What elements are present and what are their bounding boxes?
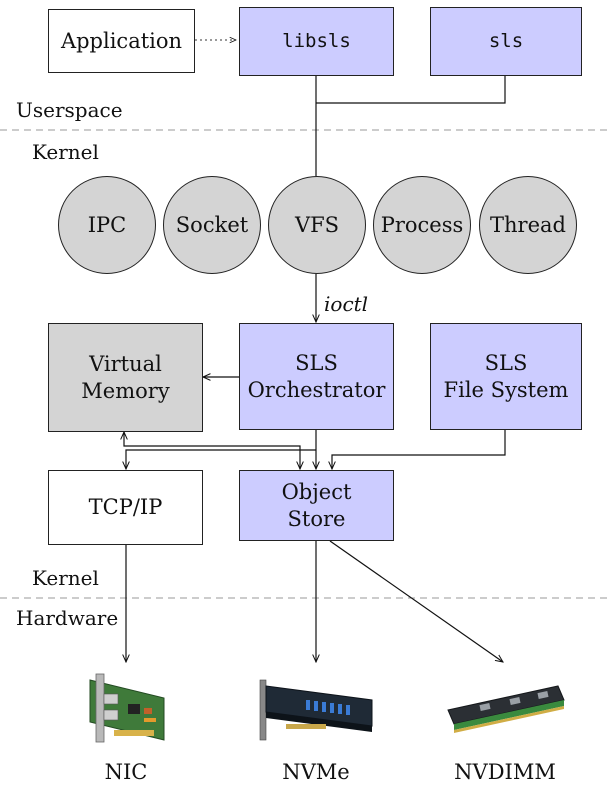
tcpip-box: TCP/IP — [48, 470, 203, 545]
kernel-top-label: Kernel — [32, 140, 99, 164]
nvdimm-module-image — [447, 685, 565, 733]
object-store-box: Object Store — [239, 470, 394, 541]
ipc-circle: IPC — [58, 176, 156, 274]
vfs-circle: VFS — [268, 176, 366, 274]
libsls-box: libsls — [239, 7, 394, 76]
object-store-line2: Store — [287, 506, 346, 531]
thread-circle: Thread — [479, 176, 577, 274]
virtual-memory-line2: Memory — [81, 378, 170, 403]
socket-circle: Socket — [163, 176, 261, 274]
virtual-memory-line1: Virtual — [89, 352, 162, 377]
nvme-card-image — [259, 679, 373, 741]
nvme-label: NVMe — [282, 760, 350, 784]
sls-fs-line2: File System — [443, 377, 569, 402]
object-store-line1: Object — [281, 480, 352, 505]
application-box: Application — [48, 9, 195, 73]
sls-box: sls — [430, 7, 582, 76]
sls-orchestrator-box: SLS Orchestrator — [239, 323, 394, 430]
process-circle: Process — [373, 176, 471, 274]
hardware-label: Hardware — [16, 606, 119, 630]
virtual-memory-box: Virtual Memory — [48, 323, 203, 432]
sls-fs-line1: SLS — [484, 351, 528, 376]
nic-card-image — [89, 673, 165, 743]
nvdimm-label: NVDIMM — [454, 760, 556, 784]
sls-orchestrator-line1: SLS — [295, 351, 338, 376]
nic-label: NIC — [104, 760, 148, 784]
userspace-label: Userspace — [16, 98, 123, 122]
kernel-bottom-label: Kernel — [32, 566, 99, 590]
sls-file-system-box: SLS File System — [430, 323, 582, 430]
ioctl-label: ioctl — [324, 292, 369, 316]
sls-orchestrator-line2: Orchestrator — [247, 377, 386, 402]
